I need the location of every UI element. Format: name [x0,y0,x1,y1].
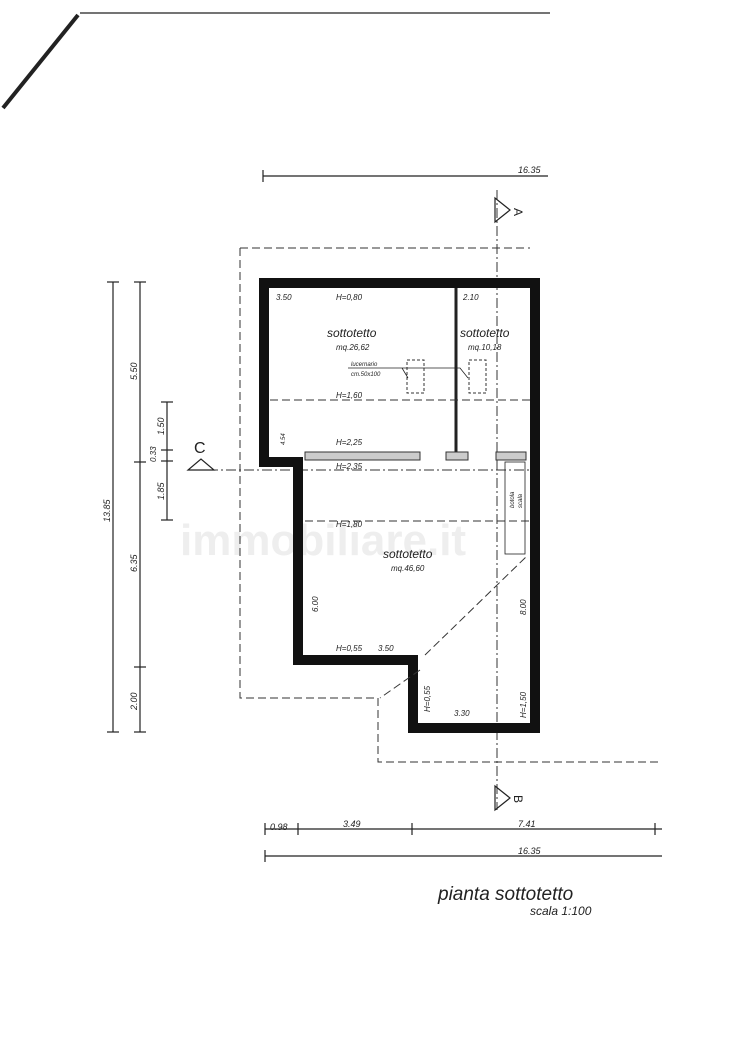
inner-dimension: 3.50 [276,293,292,302]
diagonal-height-line [424,554,529,656]
inner-dimension: 4.54 [281,433,287,445]
hatch-outline [504,461,526,555]
top-dimension: 16.35 [262,165,548,182]
height-label: H=1,50 [519,691,528,718]
hatch-label: botola [510,491,516,508]
room-name: sottotetto [327,326,377,340]
svg-text:7.41: 7.41 [518,819,536,829]
height-label: H=2,25 [336,438,363,447]
height-label: H=2,35 [336,462,363,471]
svg-text:C: C [194,440,206,457]
hatch-label: scala [518,493,524,508]
inner-dimension: 8.00 [519,599,528,615]
section-marker-b: B [494,784,525,812]
inner-dimension: 2.10 [462,293,479,302]
skylight-leader [348,367,469,379]
room-area: mq.10,18 [468,343,502,352]
page-corner-line [1,13,80,110]
height-label: H=1,80 [336,520,363,529]
svg-text:A: A [511,208,525,216]
section-marker-c: C [186,440,216,471]
svg-text:1.50: 1.50 [156,417,166,435]
skylight [468,359,487,394]
svg-text:16.35: 16.35 [518,165,542,175]
svg-text:3.49: 3.49 [343,819,361,829]
inner-dimension: 3.50 [378,644,394,653]
beam [495,451,527,461]
svg-text:5.50: 5.50 [129,362,139,380]
height-label: H=0,80 [336,293,363,302]
roof-outline [239,247,662,763]
room-area: mq.46,60 [391,564,425,573]
inner-dimension: 6.00 [311,596,320,612]
height-label: H=0,55 [423,685,432,712]
room-name: sottotetto [383,547,433,561]
section-marker-a: A [494,196,525,224]
svg-text:0.98: 0.98 [270,822,288,832]
svg-text:6.35: 6.35 [129,553,139,572]
inner-dimension: 3.30 [454,709,470,718]
skylight-size: cm.50x100 [351,372,381,378]
beam [304,451,421,461]
room-name: sottotetto [460,326,510,340]
svg-text:0.33: 0.33 [149,446,158,462]
svg-text:13.85: 13.85 [102,498,112,522]
svg-text:16.35: 16.35 [518,846,542,856]
plan-scale: scala 1:100 [530,904,592,918]
plan-title: pianta sottotetto [437,884,573,905]
room-area: mq.26,62 [336,343,370,352]
svg-text:1.85: 1.85 [156,481,166,500]
skylight-label: lucernario [351,362,378,368]
diagonal-line [379,669,421,699]
bottom-dimensions: 0.98 3.49 7.41 16.35 [264,819,662,862]
svg-text:2.00: 2.00 [129,692,139,711]
skylight [406,359,425,394]
svg-text:B: B [511,795,525,803]
height-label: H=0,55 [336,644,363,653]
exterior-walls [259,278,540,733]
watermark: immobiliare.it [180,516,466,565]
left-dimensions: 13.85 5.50 1.50 0.33 1.85 6.35 2.00 [102,281,173,733]
height-label: H=1,60 [336,391,363,400]
beam [445,451,469,461]
